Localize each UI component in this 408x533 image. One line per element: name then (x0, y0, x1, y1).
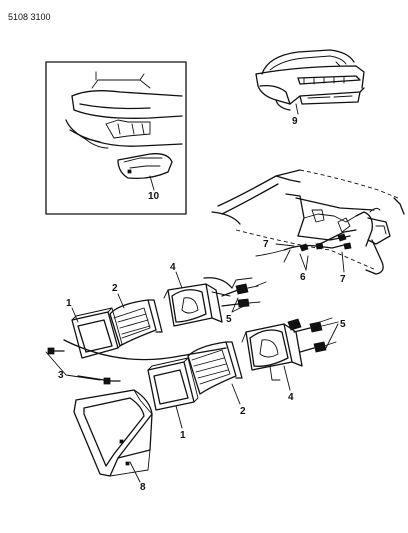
upper-headlamp-assembly: 1 2 4 5 (47, 262, 267, 361)
diagram-code: 5108 3100 (8, 12, 51, 22)
callout-4b: 4 (288, 392, 294, 403)
lower-headlamp-assembly: 3 1 2 4 5 (45, 317, 346, 441)
callout-4a: 4 (170, 262, 176, 273)
callout-1b: 1 (180, 430, 186, 441)
callout-1a: 1 (66, 298, 72, 309)
callout-5a: 5 (226, 314, 232, 325)
inset-panel: 10 (45, 61, 187, 215)
front-fascia-panel: 8 (73, 389, 153, 493)
callout-5b: 5 (340, 319, 346, 330)
callout-8: 8 (140, 482, 146, 493)
callout-7b: 7 (340, 274, 346, 285)
callout-7a: 7 (263, 239, 269, 250)
callout-6: 6 (300, 272, 306, 283)
callout-10: 10 (148, 191, 160, 202)
callout-9: 9 (292, 116, 298, 127)
callout-3: 3 (58, 370, 64, 381)
callout-2b: 2 (240, 406, 246, 417)
engine-bay-view: 7 6 7 (211, 169, 405, 285)
callout-2a: 2 (112, 283, 118, 294)
car-front-view: 9 (255, 49, 365, 127)
